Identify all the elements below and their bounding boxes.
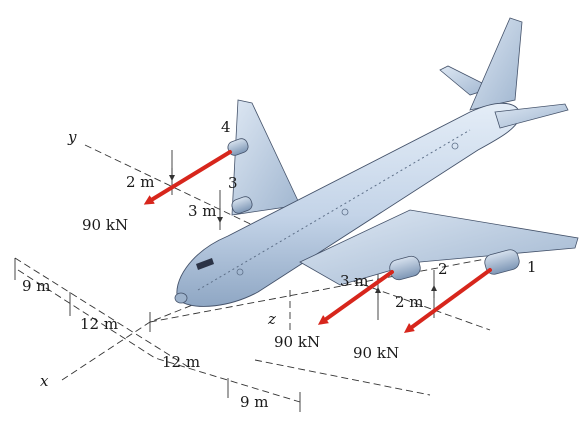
airplane <box>174 17 579 307</box>
vertical-tail <box>469 17 523 111</box>
cockpit-window <box>196 258 214 270</box>
engine-4 <box>227 138 249 156</box>
dim-ground-12m-a: 12 m <box>80 315 118 333</box>
engine-3 <box>231 196 253 214</box>
dim-right-left: 3 m <box>340 272 369 290</box>
engine-3-label: 3 <box>228 174 238 192</box>
axis-x-label: x <box>40 372 49 390</box>
axis-z-label: z <box>267 310 276 328</box>
vertical-dimension-arrows <box>169 168 437 300</box>
thrust-arrows <box>143 150 492 333</box>
dim-ground-9m-b: 9 m <box>240 393 269 411</box>
force-label-center: 90 kN <box>274 333 320 351</box>
force-label-right: 90 kN <box>353 344 399 362</box>
engine-2-label: 2 <box>438 260 448 278</box>
dim-right-right: 2 m <box>395 293 424 311</box>
left-wing <box>231 99 301 216</box>
nose <box>174 292 188 304</box>
dim-left-upper: 2 m <box>126 173 155 191</box>
force-arrow-center <box>317 270 394 325</box>
force-arrow-left <box>143 150 232 205</box>
labels: y x z 4 3 2 1 2 m 3 m 3 m 2 m 90 kN 90 k… <box>22 118 537 411</box>
axis-y-label: y <box>67 128 77 146</box>
ground-dimension-ticks <box>14 258 301 412</box>
force-arrow-right <box>403 268 492 333</box>
dim-ground-9m-a: 9 m <box>22 277 51 295</box>
dim-left-lower: 3 m <box>188 202 217 220</box>
right-wing <box>299 209 579 286</box>
engine-1-label: 1 <box>527 258 537 276</box>
dim-ground-12m-b: 12 m <box>162 353 200 371</box>
force-label-left: 90 kN <box>82 216 128 234</box>
right-stabilizer <box>494 103 569 129</box>
engine-1 <box>484 249 520 275</box>
engine-4-label: 4 <box>221 118 231 136</box>
